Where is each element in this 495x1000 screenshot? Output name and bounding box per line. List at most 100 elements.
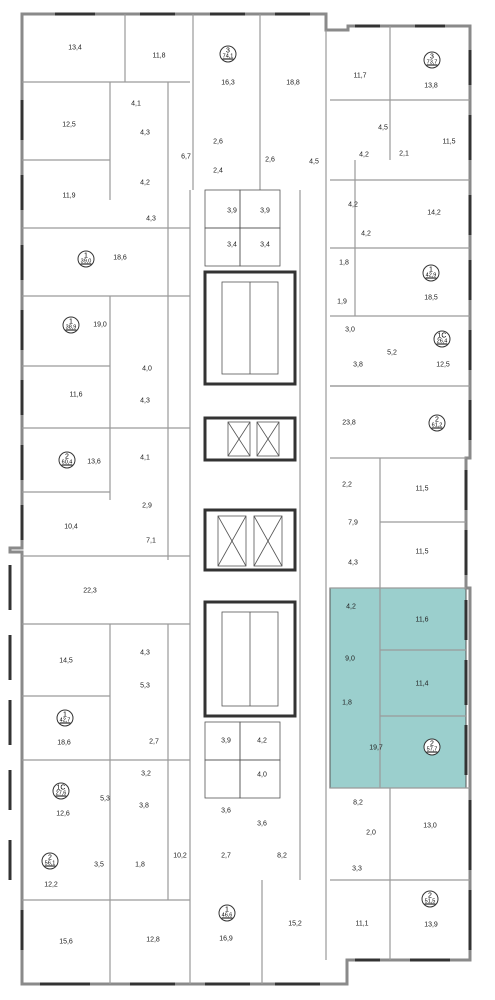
room-area: 5,2 xyxy=(387,349,397,357)
room-area: 13,0 xyxy=(423,822,437,830)
room-area: 4,3 xyxy=(348,559,358,567)
room-area: 7,1 xyxy=(146,537,156,545)
highlighted-apartment[interactable] xyxy=(329,587,467,789)
room-area: 11,5 xyxy=(415,548,429,556)
room-area: 4,5 xyxy=(309,158,319,166)
room-area: 18,6 xyxy=(57,739,71,747)
room-area: 8,2 xyxy=(353,799,363,807)
room-area: 3,5 xyxy=(94,861,104,869)
room-area: 4,3 xyxy=(140,129,150,137)
room-area: 12,6 xyxy=(56,810,70,818)
room-area: 3,0 xyxy=(345,326,355,334)
room-area: 5,3 xyxy=(140,682,150,690)
room-area: 13,8 xyxy=(424,82,438,90)
room-area: 3,3 xyxy=(352,865,362,873)
room-area: 4,1 xyxy=(131,100,141,108)
room-area: 3,6 xyxy=(221,807,231,815)
room-area: 3,6 xyxy=(257,820,267,828)
room-area: 3,9 xyxy=(221,737,231,745)
room-area: 2,4 xyxy=(213,167,223,175)
room-area: 10,2 xyxy=(173,852,187,860)
room-area: 3,8 xyxy=(353,361,363,369)
room-area: 4,2 xyxy=(359,151,369,159)
room-area: 13,9 xyxy=(424,921,438,929)
room-area: 15,6 xyxy=(59,938,73,946)
room-area: 1,8 xyxy=(342,699,352,707)
room-area: 2,9 xyxy=(142,502,152,510)
room-area: 3,4 xyxy=(260,241,270,249)
stairs-and-lifts xyxy=(204,189,283,799)
room-area: 13,4 xyxy=(68,44,82,52)
room-area: 6,7 xyxy=(181,153,191,161)
room-area: 11,5 xyxy=(442,138,456,146)
room-area: 3,4 xyxy=(227,241,237,249)
room-area: 11,6 xyxy=(415,616,429,624)
room-area: 11,1 xyxy=(355,920,369,928)
room-area: 3,9 xyxy=(260,207,270,215)
room-area: 4,3 xyxy=(140,649,150,657)
room-area: 2,7 xyxy=(149,738,159,746)
exterior-walls xyxy=(8,12,472,986)
room-area: 4,3 xyxy=(146,215,156,223)
room-area: 18,5 xyxy=(424,294,438,302)
room-area: 4,0 xyxy=(142,365,152,373)
room-area: 22,3 xyxy=(83,587,97,595)
room-area: 16,9 xyxy=(219,935,233,943)
room-area: 8,2 xyxy=(277,852,287,860)
room-area: 2,7 xyxy=(221,852,231,860)
room-area: 4,2 xyxy=(348,201,358,209)
room-area: 11,9 xyxy=(62,192,76,200)
room-area: 12,5 xyxy=(436,361,450,369)
room-area: 3,9 xyxy=(227,207,237,215)
room-area: 10,4 xyxy=(64,523,78,531)
room-area: 9,0 xyxy=(345,655,355,663)
room-area: 4,3 xyxy=(140,397,150,405)
room-area: 2,6 xyxy=(265,156,275,164)
room-area: 15,2 xyxy=(288,920,302,928)
room-area: 2,2 xyxy=(342,481,352,489)
room-area: 18,6 xyxy=(113,254,127,262)
room-area: 19,7 xyxy=(369,744,383,752)
room-area: 5,3 xyxy=(100,795,110,803)
room-area: 3,2 xyxy=(141,770,151,778)
room-area: 2,6 xyxy=(213,138,223,146)
room-area: 23,8 xyxy=(342,419,356,427)
room-area: 4,2 xyxy=(346,603,356,611)
room-area: 12,5 xyxy=(62,121,76,129)
room-area: 4,5 xyxy=(378,124,388,132)
windows xyxy=(8,12,472,986)
room-area: 11,6 xyxy=(69,391,83,399)
room-area: 12,2 xyxy=(44,881,58,889)
interior-walls xyxy=(22,14,470,984)
room-area: 3,8 xyxy=(139,802,149,810)
room-area: 19,0 xyxy=(93,321,107,329)
room-area: 12,8 xyxy=(146,936,160,944)
room-area: 13,6 xyxy=(87,458,101,466)
room-area: 11,8 xyxy=(152,52,166,60)
room-area: 7,9 xyxy=(348,519,358,527)
room-area: 11,7 xyxy=(353,72,367,80)
room-area: 18,8 xyxy=(286,79,300,87)
room-area: 4,2 xyxy=(140,179,150,187)
room-area: 4,0 xyxy=(257,771,267,779)
room-area: 14,5 xyxy=(59,657,73,665)
room-area: 11,5 xyxy=(415,485,429,493)
room-area: 2,0 xyxy=(366,829,376,837)
room-area: 14,2 xyxy=(427,209,441,217)
stair-core xyxy=(203,270,297,718)
